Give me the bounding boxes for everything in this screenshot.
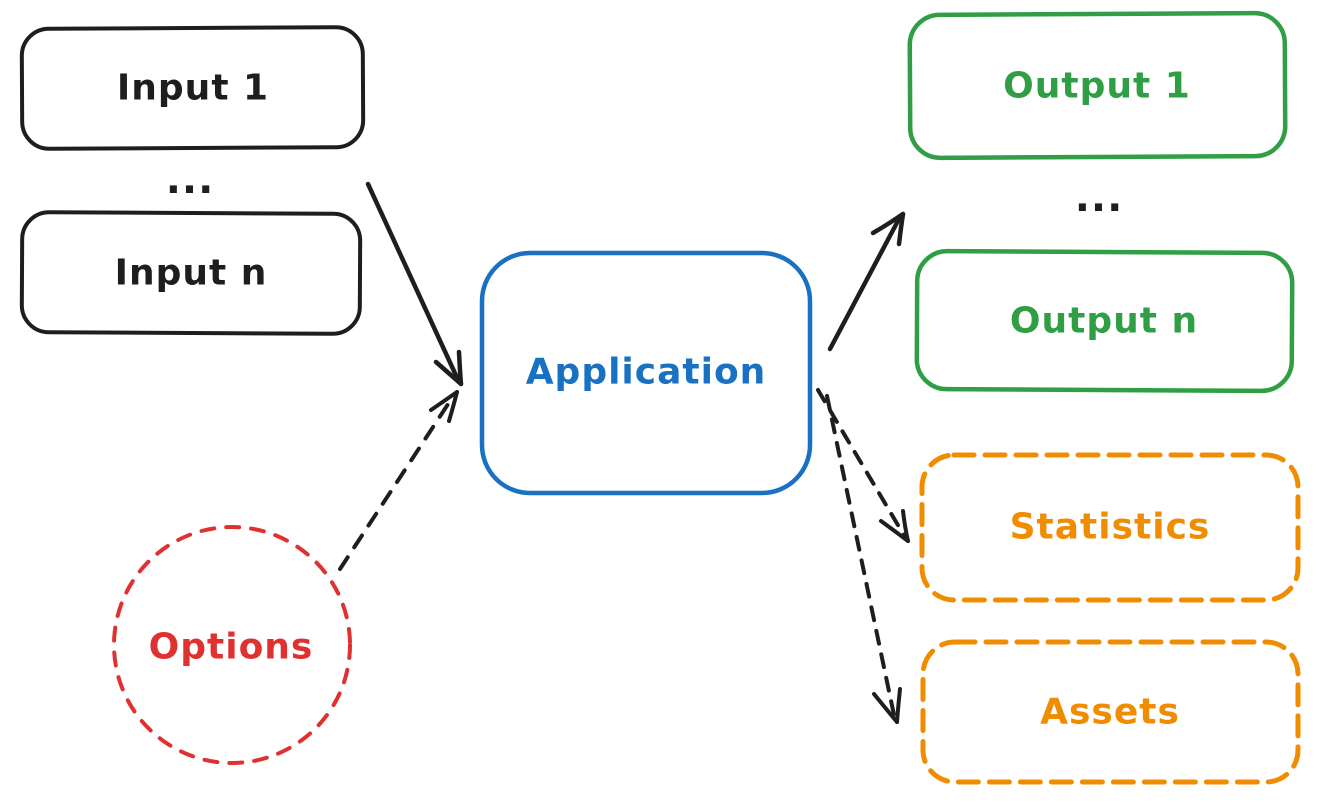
- statistics-box: [919, 452, 1301, 603]
- arrow-application-to-assets: [825, 394, 902, 724]
- output-n-box: [914, 248, 1295, 394]
- application-label: Application: [526, 352, 767, 393]
- application-box: [479, 250, 813, 496]
- input-n-label: Input n: [115, 253, 268, 294]
- output-n-label: Output n: [1010, 301, 1198, 342]
- statistics-label: Statistics: [1010, 507, 1211, 548]
- output-1-label: Output 1: [1003, 66, 1191, 107]
- input-n-box: [19, 210, 363, 336]
- outputs-ellipsis: ...: [1075, 175, 1124, 221]
- assets-label: Assets: [1040, 692, 1180, 733]
- arrow-options-to-application: [338, 390, 459, 571]
- inputs-ellipsis: ...: [166, 157, 215, 203]
- assets-box: [920, 639, 1301, 785]
- input-1-box: [19, 25, 366, 151]
- input-1-label: Input 1: [117, 68, 269, 109]
- arrow-application-to-outputs: [827, 211, 906, 352]
- options-circle: [112, 525, 352, 765]
- arrow-inputs-to-application: [365, 181, 464, 387]
- arrow-application-to-statistics: [816, 388, 910, 543]
- output-1-box: [907, 10, 1288, 161]
- options-label: Options: [149, 627, 314, 668]
